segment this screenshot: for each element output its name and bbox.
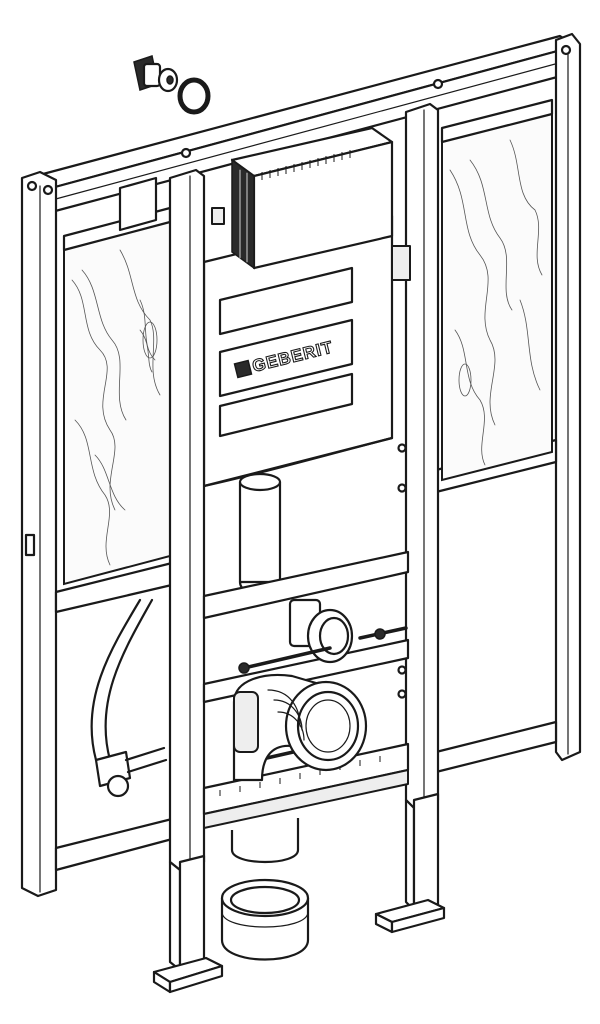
plywood-board-left: [62, 206, 172, 586]
waste-pipe-stub: [230, 818, 300, 864]
cistern-body: [202, 214, 394, 488]
cistern-top-module: [230, 126, 394, 270]
angle-valve: [94, 746, 168, 798]
floor-foot-left: [152, 854, 224, 994]
sealing-ring: [177, 77, 211, 115]
frame-right-post: [554, 32, 582, 762]
water-supply-valve: [133, 55, 179, 93]
supply-connector: [288, 598, 354, 664]
drain-bend: [232, 673, 368, 782]
plywood-board-right: [440, 98, 554, 482]
waste-connector-sleeve: [220, 878, 310, 961]
inner-left-post: [168, 168, 206, 872]
flexible-hose: [90, 598, 154, 762]
inner-right-post: [391, 102, 440, 810]
frame-top-rail: [26, 34, 578, 216]
floor-foot-right: [374, 792, 446, 934]
cistern-side-bracket: [118, 176, 225, 232]
frame-left-post: [20, 170, 58, 898]
flush-pipe: [238, 472, 282, 595]
